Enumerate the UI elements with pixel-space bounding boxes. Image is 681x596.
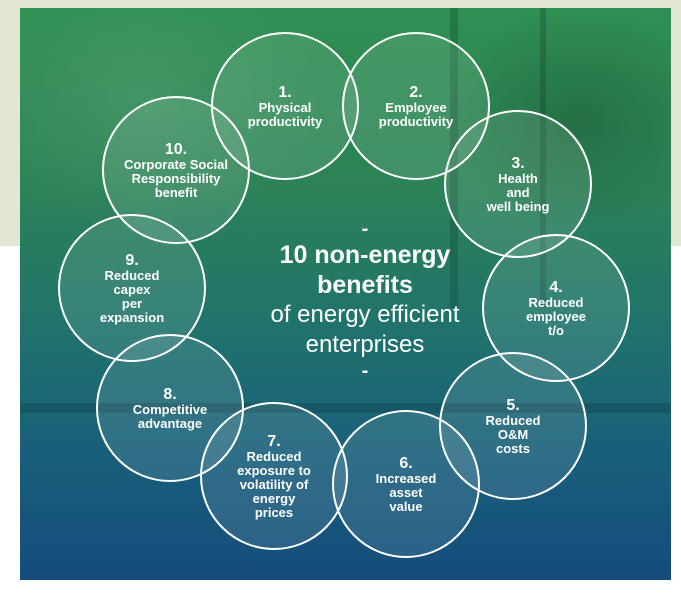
center-dash-bottom: -	[361, 360, 369, 382]
benefit-label: Competitive advantage	[132, 401, 208, 431]
benefit-number: 4.	[549, 278, 563, 296]
benefit-number: 7.	[267, 432, 281, 450]
center-title: 10 non-energy benefits	[279, 241, 451, 299]
benefit-circle-6: 6. Increased asset value	[332, 410, 480, 558]
benefit-label: Increased asset value	[375, 470, 437, 514]
benefit-number: 10.	[164, 140, 188, 158]
benefit-label: Employee productivity	[378, 99, 454, 129]
benefit-label: Reduced O&M costs	[485, 412, 541, 456]
benefit-label: Health and well being	[486, 170, 550, 214]
benefit-number: 5.	[506, 396, 520, 414]
benefit-label: Corporate Social Responsibility benefit	[123, 156, 229, 200]
benefit-number: 8.	[163, 385, 177, 403]
benefit-label: Reduced capex per expansion	[99, 267, 165, 325]
benefit-circle-5: 5. Reduced O&M costs	[439, 352, 587, 500]
center-subtitle: of energy efficient enterprises	[270, 301, 460, 358]
infographic-hero: 1. Physical productivity 2. Employee pro…	[20, 8, 671, 580]
benefit-number: 6.	[399, 454, 413, 472]
benefit-circle-3: 3. Health and well being	[444, 110, 592, 258]
benefit-label: Physical productivity	[247, 99, 323, 129]
benefit-circle-2: 2. Employee productivity	[342, 32, 490, 180]
benefit-label: Reduced employee t/o	[526, 294, 586, 338]
benefit-label: Reduced exposure to volatility of energy…	[237, 448, 311, 520]
benefit-number: 2.	[409, 83, 423, 101]
benefit-number: 3.	[511, 154, 525, 172]
center-caption: - 10 non-energy benefits of energy effic…	[215, 218, 515, 382]
benefit-number: 9.	[125, 251, 139, 269]
desk-shape	[20, 403, 671, 413]
benefit-number: 1.	[278, 83, 292, 101]
benefit-circle-10: 10. Corporate Social Responsibility bene…	[102, 96, 250, 244]
center-dash-top: -	[361, 218, 369, 240]
